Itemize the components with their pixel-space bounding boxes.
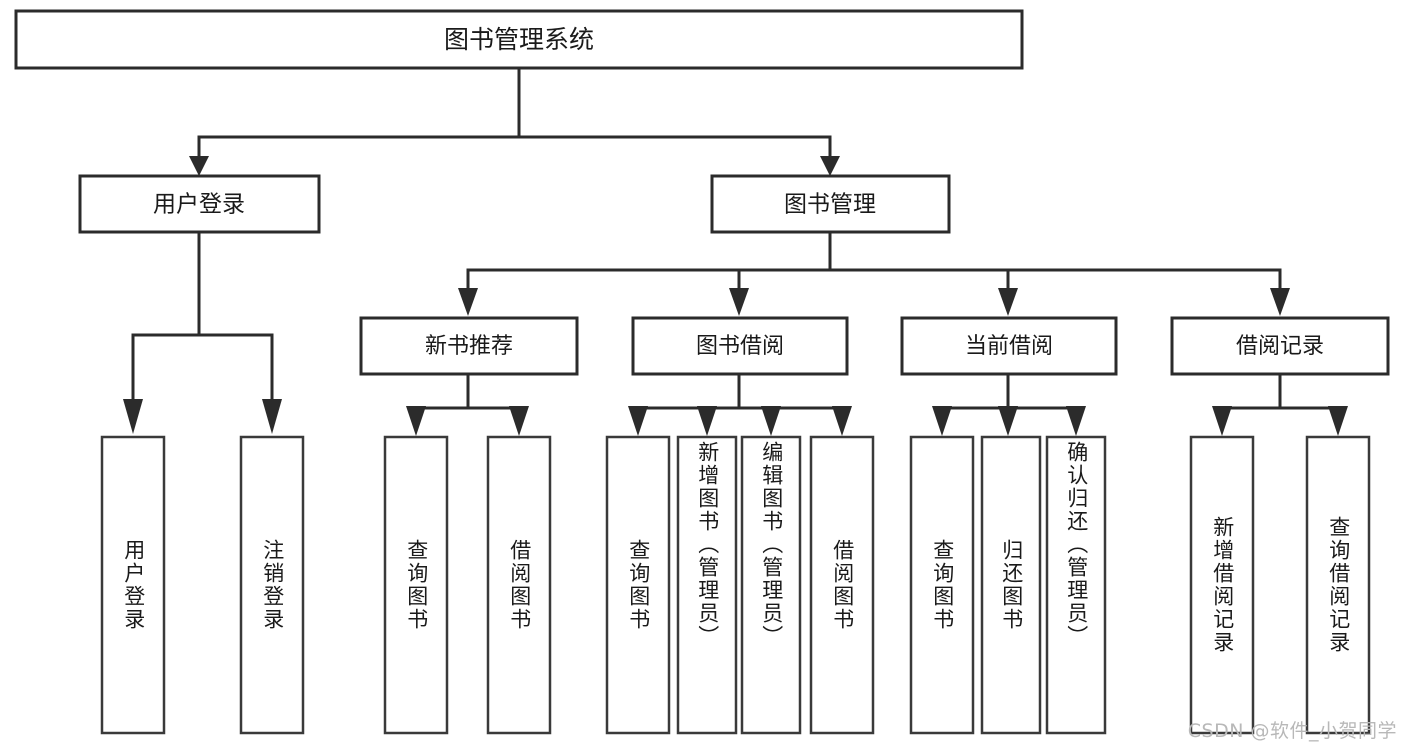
node-new-book-box[interactable] (359, 316, 579, 376)
node-current-borrow-label: 当前借阅 (965, 334, 1053, 359)
leaf-box-current-return[interactable] (980, 435, 1042, 735)
node-root-label: 图书管理系统 (444, 25, 594, 54)
node-borrow-record-label: 借阅记录 (1236, 334, 1324, 359)
leaf-box-newbook-query[interactable] (383, 435, 449, 735)
arrowhead-record-leaf2 (1328, 406, 1348, 436)
node-user-login-box[interactable] (78, 174, 321, 234)
arrowhead-borrow-leaf1 (628, 406, 648, 436)
connector-layer (123, 66, 1348, 436)
leaf-box-borrow-lend[interactable] (809, 435, 875, 735)
arrowhead-newbook-leaf1 (406, 406, 426, 436)
node-root-box[interactable] (14, 9, 1024, 70)
node-layer: 图书管理系统 用户登录 图书管理 新书推荐 图书借阅 当前借阅 借阅记录 (14, 9, 1390, 735)
leaf-box-borrow-edit[interactable] (740, 435, 802, 735)
leaf-box-borrow-add[interactable] (676, 435, 738, 735)
arrowhead-newbook (458, 288, 478, 316)
leaf-box-current-confirm[interactable] (1045, 435, 1107, 735)
arrowhead-userlogin-leaf1 (123, 399, 143, 434)
leaf-box-current-query[interactable] (909, 435, 975, 735)
arrowhead-userlogin-leaf2 (262, 399, 282, 434)
arrowhead-record-leaf1 (1212, 406, 1232, 436)
arrowhead-book-mgmt (820, 156, 840, 176)
arrowhead-current-leaf1 (932, 406, 952, 436)
node-book-borrow-box[interactable] (631, 316, 849, 376)
leaf-box-borrow-query[interactable] (605, 435, 671, 735)
arrowhead-borrow-leaf4 (832, 406, 852, 436)
arrowhead-current (998, 288, 1018, 316)
node-book-mgmt-label: 图书管理 (784, 192, 876, 218)
arrowhead-current-leaf3 (1066, 406, 1086, 436)
node-book-mgmt-box[interactable] (710, 174, 951, 234)
arrowhead-record (1270, 288, 1290, 316)
arrowhead-user-login (189, 156, 209, 176)
arrowhead-current-leaf2 (998, 406, 1018, 436)
leaf-box-user-login[interactable] (100, 435, 166, 735)
node-new-book-label: 新书推荐 (425, 334, 513, 359)
arrowhead-borrow-leaf2 (697, 406, 717, 436)
arrowhead-borrow-leaf3 (761, 406, 781, 436)
leaf-box-record-add[interactable] (1189, 435, 1255, 735)
node-user-login-label: 用户登录 (153, 192, 245, 218)
arrowhead-newbook-leaf2 (509, 406, 529, 436)
arrowhead-borrow (729, 288, 749, 316)
csdn-watermark: CSDN @软件_小贺同学 (1187, 720, 1397, 742)
node-borrow-record-box[interactable] (1170, 316, 1390, 376)
leaf-box-logout[interactable] (239, 435, 305, 735)
node-current-borrow-box[interactable] (900, 316, 1118, 376)
leaf-box-record-query[interactable] (1305, 435, 1371, 735)
node-book-borrow-label: 图书借阅 (696, 334, 784, 359)
leaf-box-newbook-borrow[interactable] (486, 435, 552, 735)
